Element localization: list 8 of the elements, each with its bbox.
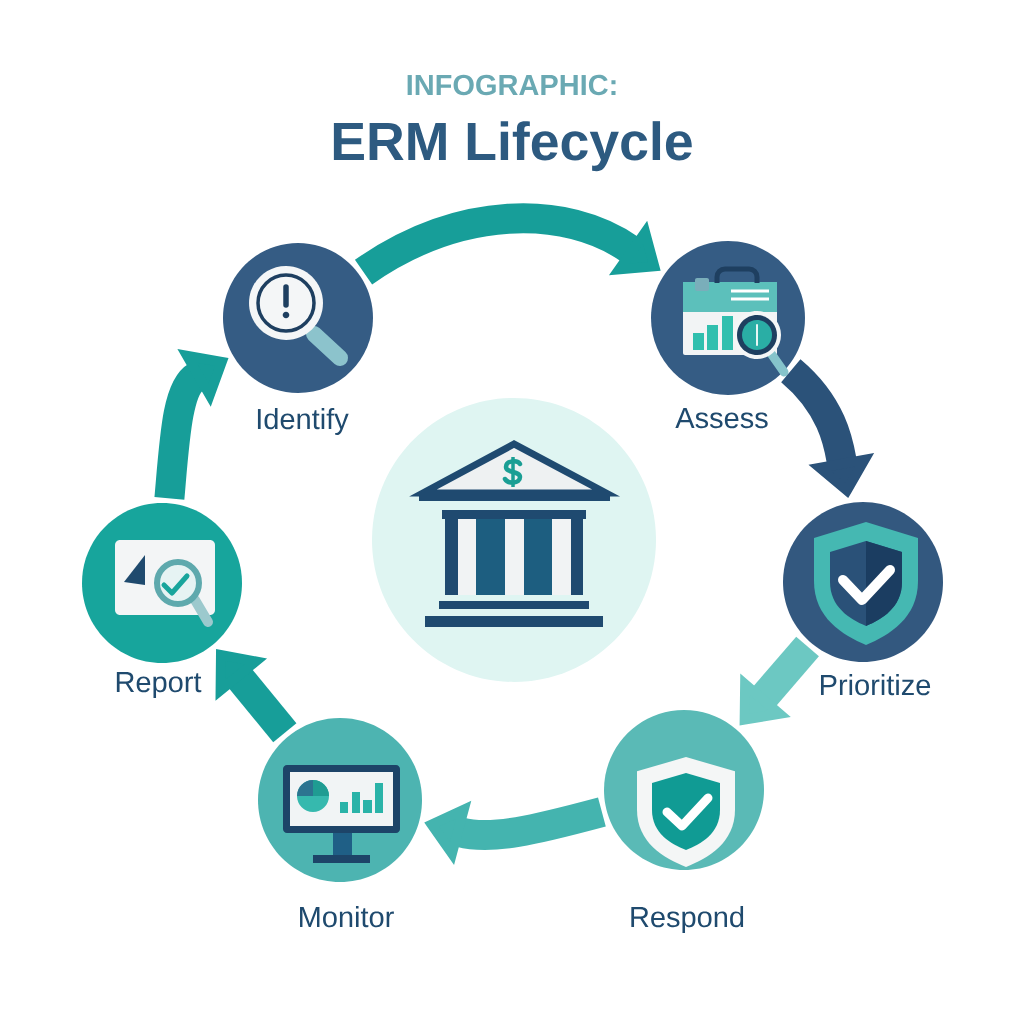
stage-label: Monitor (300, 906, 394, 928)
subtitle: INFOGRAPHIC: (407, 74, 616, 96)
stage-label: Respond (631, 906, 744, 933)
stage-label: Report (116, 672, 202, 698)
stage-label: Prioritize (821, 674, 931, 696)
stage-label: Assess (675, 408, 768, 429)
title: ERM Lifecycle (333, 121, 692, 172)
stage-label: Identify (257, 408, 349, 435)
